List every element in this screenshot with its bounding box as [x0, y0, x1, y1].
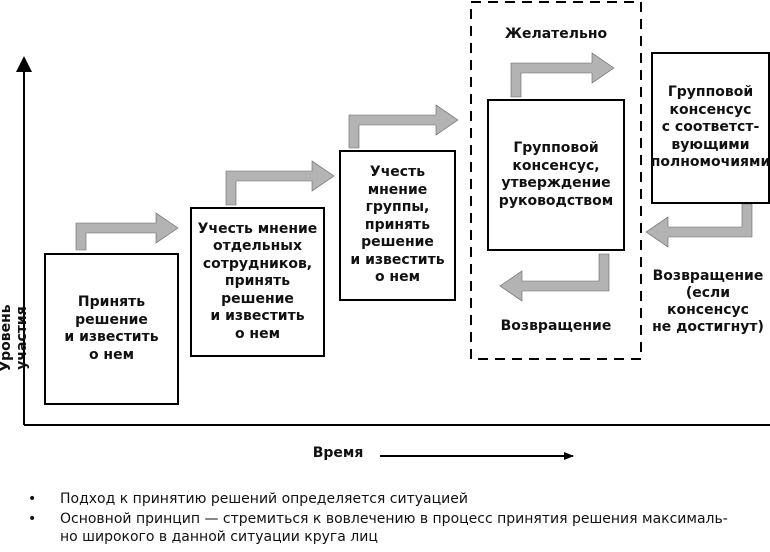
return-arrow-outer — [645, 203, 753, 248]
step-box-1: Принять решение и известить о нем — [44, 253, 179, 405]
bullet-list: Подход к принятию решений определяется с… — [28, 490, 770, 548]
step-arrow-2 — [225, 160, 335, 206]
step-box-2: Учесть мнение отдельных сотрудников, при… — [190, 207, 325, 357]
step-box-4: Групповой консенсус, утверждение руковод… — [487, 99, 625, 251]
bullet-text: Основной принцип — стремиться к вовлечен… — [60, 511, 728, 545]
y-axis-arrowhead — [16, 56, 32, 72]
desirable-label: Желательно — [504, 26, 608, 42]
step-arrow-1 — [75, 212, 179, 251]
bullet-item: Основной принцип — стремиться к вовлечен… — [28, 510, 770, 546]
step-box-5: Групповой консенсус с соответст- вующими… — [651, 52, 770, 204]
return-outer-label: Возвращение (если консенсус не достигнут… — [652, 268, 764, 335]
desirable-region — [470, 1, 642, 360]
return-inner-label: Возвращение — [500, 318, 612, 334]
return-arrow-inner — [499, 253, 610, 302]
bullet-text: Подход к принятию решений определяется с… — [60, 491, 468, 507]
step-arrow-3 — [348, 104, 459, 149]
bullet-item: Подход к принятию решений определяется с… — [28, 490, 770, 508]
y-axis-label: Уровень участия — [0, 304, 30, 372]
step-arrow-4 — [510, 52, 615, 98]
step-box-3: Учесть мнение группы, принять решение и … — [339, 150, 456, 301]
x-axis-label: Время — [312, 445, 364, 461]
